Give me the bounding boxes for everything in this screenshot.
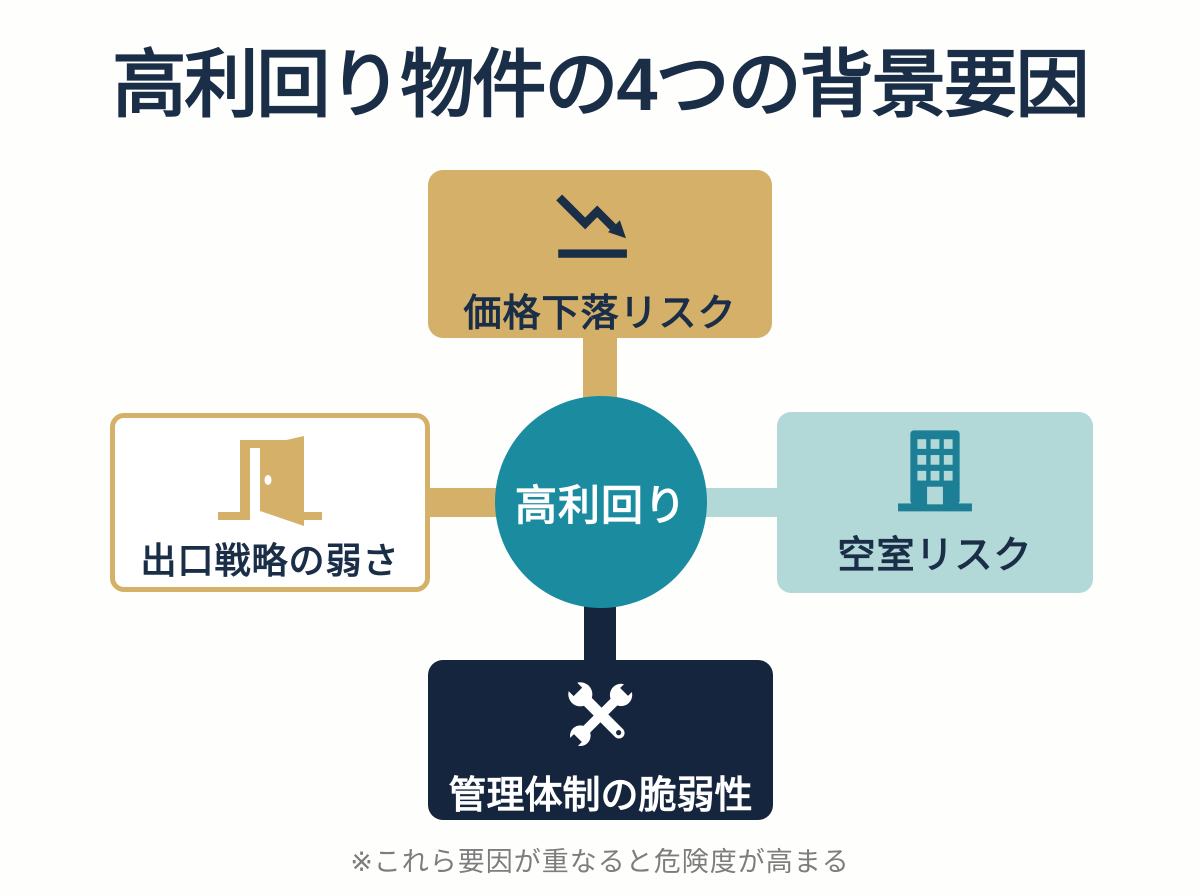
node-label: 管理体制の脆弱性 <box>448 775 753 817</box>
connector-top <box>583 334 617 400</box>
node-weak-exit-strategy: 出口戦略の弱さ <box>110 413 430 592</box>
footnote: ※これら要因が重なると危険度が高まる <box>350 847 850 877</box>
node-weak-management: 管理体制の脆弱性 <box>428 660 773 820</box>
page-title: 高利回り物件の4つの背景要因 <box>112 43 1089 126</box>
trend-down-arrow-icon <box>552 190 648 268</box>
connector-left <box>426 488 500 517</box>
node-price-decline-risk: 価格下落リスク <box>428 170 772 338</box>
connector-bottom <box>584 600 616 664</box>
connector-right <box>703 488 781 517</box>
center-node-high-yield: 高利回り <box>495 396 707 608</box>
open-door-icon <box>218 426 322 530</box>
node-label: 出口戦略の弱さ <box>140 540 400 581</box>
node-label: 空室リスク <box>837 535 1033 577</box>
node-vacancy-risk: 空室リスク <box>777 412 1093 593</box>
crossed-wrenches-icon <box>555 672 647 758</box>
center-label: 高利回り <box>514 481 687 529</box>
node-label: 価格下落リスク <box>463 293 737 335</box>
building-icon <box>891 424 979 516</box>
